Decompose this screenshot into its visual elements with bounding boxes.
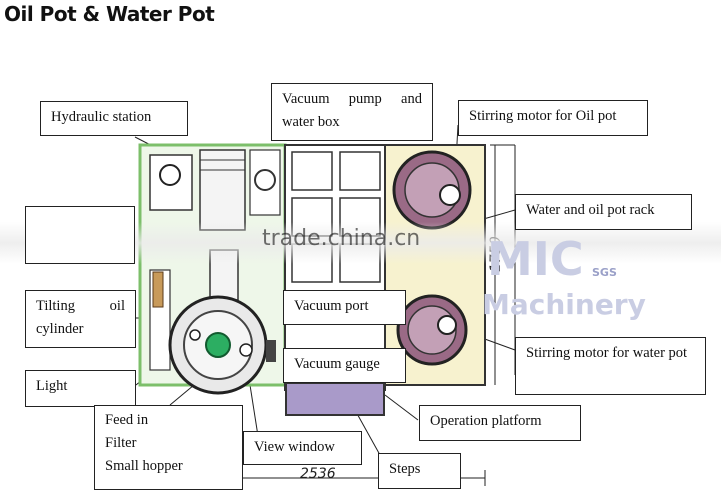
logo-machinery: Machinery: [482, 288, 646, 321]
logo-mic: MIC: [487, 232, 584, 286]
view-window-label: View window: [243, 431, 362, 465]
vacuum-gauge-label: Vacuum gauge: [283, 348, 406, 383]
tilting-cylinder-label: Tilting oil cylinder: [25, 290, 136, 348]
hydraulic-station-label: Hydraulic station: [40, 101, 188, 136]
logo-badge: SGS: [592, 266, 617, 279]
light-label: Light: [25, 370, 136, 407]
watermark-text: trade.china.cn: [262, 226, 421, 251]
feed-in-text: Feed in: [105, 412, 149, 428]
page-title: Oil Pot & Water Pot: [4, 2, 215, 26]
vacuum-pump-label: Vacuum pump and water box: [271, 83, 433, 141]
feed-filter-hopper-label: Feed in Filter Small hopper: [94, 405, 243, 490]
operation-platform-shape: [285, 382, 385, 416]
stirring-oil-label: Stirring motor for Oil pot: [458, 100, 648, 136]
width-dimension: 2536: [300, 466, 336, 482]
vacuum-port-label: Vacuum port: [283, 290, 406, 325]
blurred-label: [25, 206, 135, 264]
steps-label: Steps: [378, 453, 461, 489]
small-hopper-text: Small hopper: [105, 458, 183, 474]
water-oil-rack-label: Water and oil pot rack: [515, 194, 692, 230]
operation-platform-label: Operation platform: [419, 405, 581, 441]
filter-text: Filter: [105, 435, 137, 451]
stirring-water-label: Stirring motor for water pot: [515, 337, 706, 395]
